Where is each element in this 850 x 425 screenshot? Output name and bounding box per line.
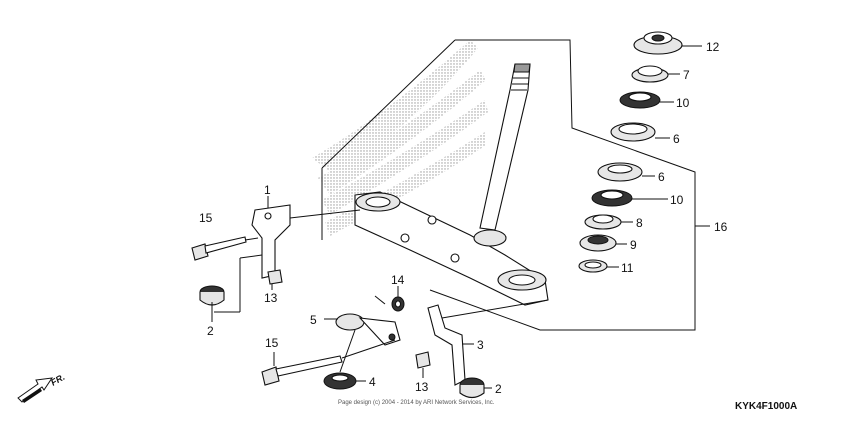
part-10-bearing-upper — [619, 91, 661, 109]
copyright-text: Page design (c) 2004 - 2014 by ARI Netwo… — [338, 400, 495, 406]
part-6-race-lower — [597, 162, 643, 182]
part-12-nut — [633, 31, 683, 55]
part-14-nut — [391, 296, 405, 312]
part-7-washer — [631, 65, 669, 83]
callout-13-upper: 13 — [264, 291, 278, 305]
callout-15-lower: 15 — [265, 336, 279, 350]
front-direction-label: FR. — [49, 372, 67, 388]
part-9-seal — [579, 234, 617, 252]
part-1-bracket — [251, 204, 291, 279]
front-direction-arrow: FR. — [17, 372, 67, 403]
callout-6-upper: 6 — [673, 132, 680, 146]
callout-8: 8 — [636, 216, 643, 230]
callout-6-lower: 6 — [658, 170, 665, 184]
assembly-frame-lines — [321, 39, 710, 331]
callout-12: 12 — [706, 40, 720, 54]
callout-1: 1 — [264, 183, 271, 197]
leader-lines — [211, 45, 702, 389]
part-13-nut-lower — [415, 351, 431, 369]
steering-stem — [479, 63, 531, 231]
part-5-bracket — [335, 313, 401, 346]
callout-2-upper: 2 — [207, 324, 214, 338]
part-6-race-upper — [610, 122, 656, 142]
part-11-washer — [578, 259, 608, 273]
part-4-grommet — [323, 372, 357, 390]
callout-7: 7 — [683, 68, 690, 82]
part-15-bolt-upper — [191, 236, 247, 261]
bottom-bridge — [354, 191, 549, 306]
callout-14: 14 — [391, 273, 405, 287]
callout-9: 9 — [630, 238, 637, 252]
part-13-nut-upper — [267, 269, 283, 285]
callout-11: 11 — [621, 261, 634, 275]
callouts: 12 7 10 6 6 10 8 9 11 16 1 15 13 2 14 5 … — [199, 40, 728, 396]
callout-10-upper: 10 — [676, 96, 690, 110]
callout-4: 4 — [369, 375, 376, 389]
diagram-code: KYK4F1000A — [735, 401, 797, 412]
part-2-grommet-lower — [459, 377, 485, 399]
callout-16: 16 — [714, 220, 728, 234]
part-10-bearing-lower — [591, 189, 633, 207]
callout-15-upper: 15 — [199, 211, 213, 225]
callout-10-lower: 10 — [670, 193, 684, 207]
callout-13-lower: 13 — [415, 380, 429, 394]
callout-3: 3 — [477, 338, 484, 352]
part-15-bolt-lower — [261, 355, 343, 386]
callout-5: 5 — [310, 313, 317, 327]
part-8-dust-seal — [584, 214, 622, 230]
callout-2-lower: 2 — [495, 382, 502, 396]
